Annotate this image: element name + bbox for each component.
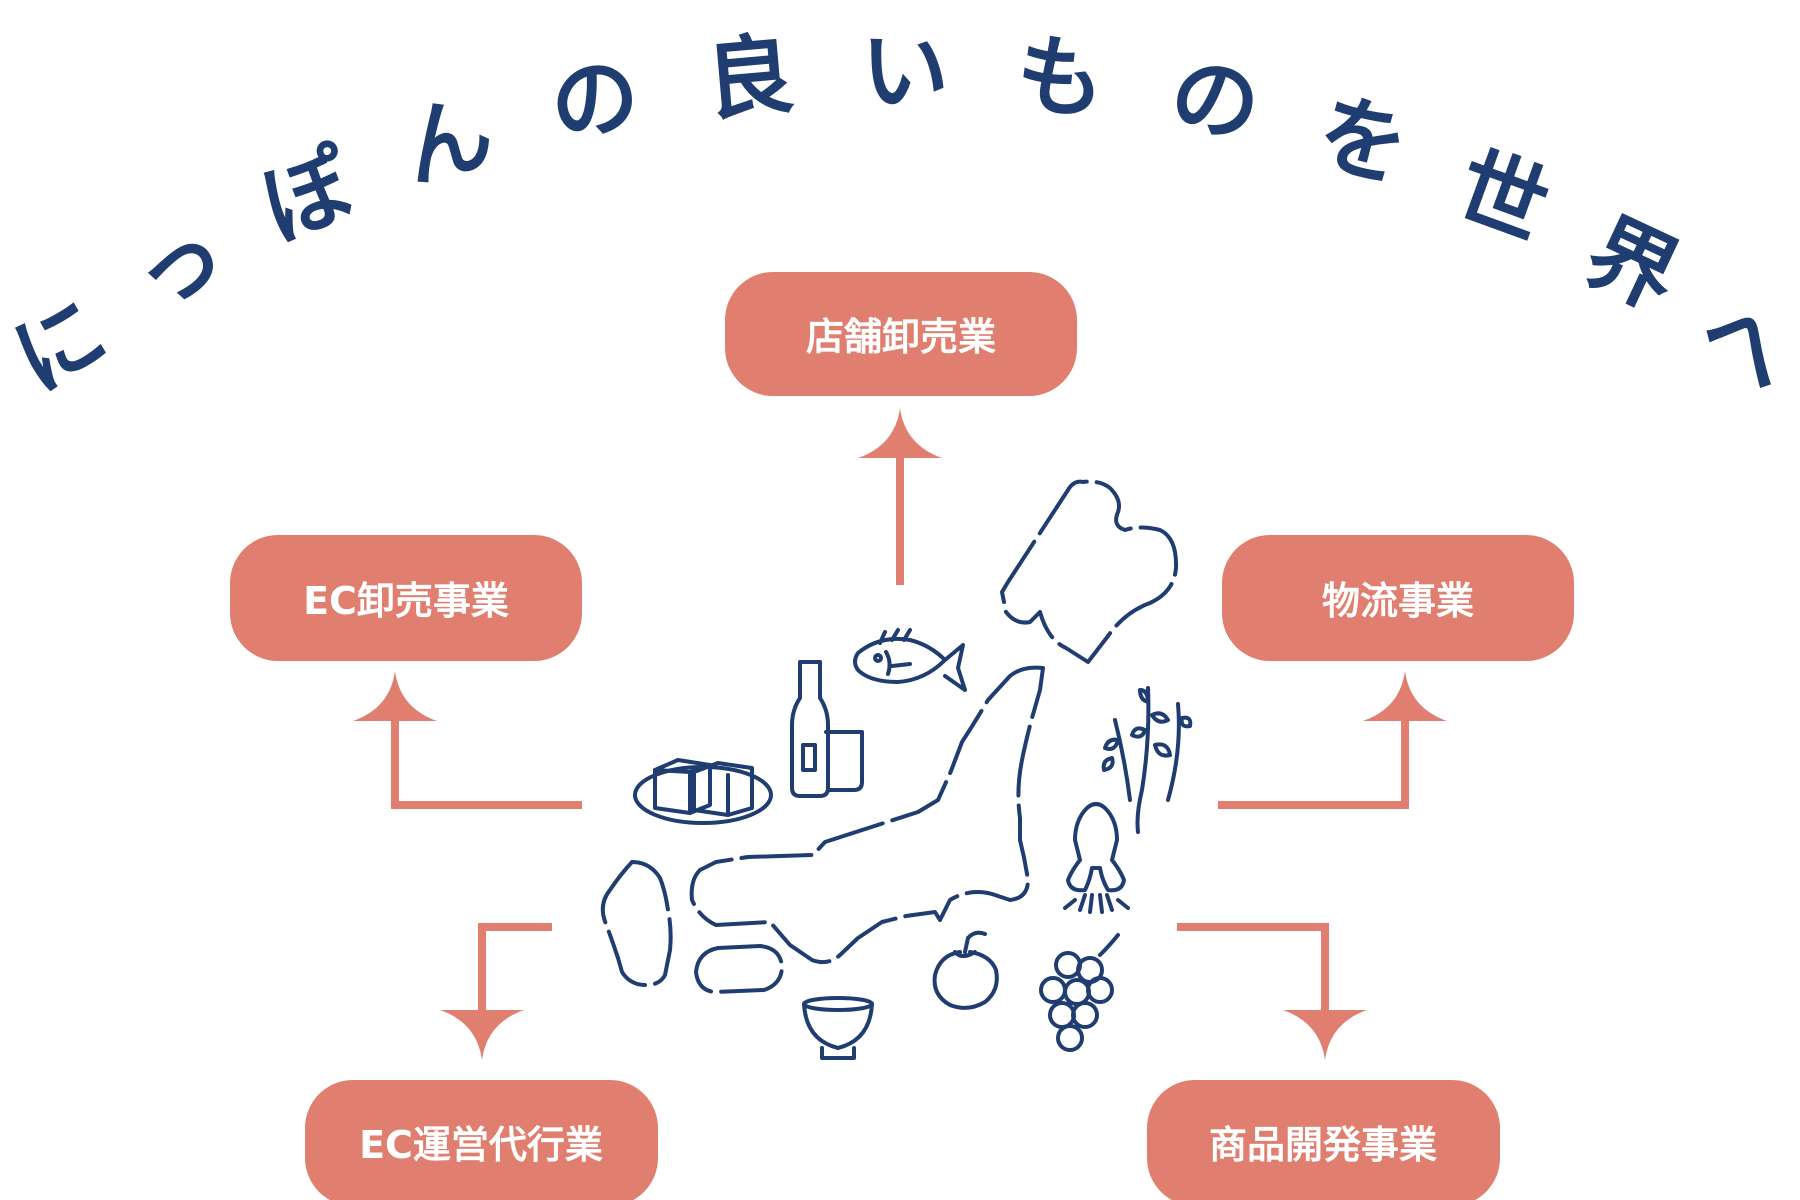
title-char: っ — [117, 199, 240, 330]
node-label: 物流事業 — [1322, 579, 1474, 623]
node-store-wholesale: 店舗卸売業 — [725, 272, 1077, 396]
title-char: へ — [1681, 279, 1800, 412]
arrowhead-up — [858, 408, 942, 458]
title-char: 良 — [701, 22, 798, 132]
node-ec-operation: EC運営代行業 — [305, 1080, 658, 1200]
title-char: を — [1307, 79, 1419, 201]
central-illustration — [600, 479, 1193, 1060]
japan-map — [600, 479, 1179, 994]
tea-bowl-icon — [802, 996, 874, 1060]
rice-plant-icon — [1101, 686, 1193, 834]
persimmon-icon — [932, 930, 999, 1010]
arrow-to-ec-operation — [478, 923, 552, 1010]
title-char: ぽ — [249, 133, 368, 260]
title-char: 世 — [1443, 133, 1561, 260]
title-char: も — [1012, 22, 1109, 132]
title-char: の — [1163, 42, 1268, 159]
squid-icon — [1063, 802, 1130, 914]
arrowhead-down — [1283, 1010, 1367, 1060]
title-char: 界 — [1571, 199, 1694, 330]
arrow-heads — [353, 408, 1447, 1060]
node-product-development: 商品開発事業 — [1147, 1080, 1500, 1200]
title-char: の — [542, 42, 647, 159]
node-label: EC卸売事業 — [303, 579, 509, 623]
node-label: EC運営代行業 — [359, 1123, 603, 1167]
arrowhead-up — [353, 671, 437, 721]
tofu-icon — [633, 758, 773, 825]
node-ec-wholesale: EC卸売事業 — [230, 535, 582, 661]
arrow-to-ec-wholesale — [391, 718, 582, 809]
title-char: に — [0, 279, 124, 412]
arrow-to-product-development — [1177, 923, 1329, 1010]
arrowhead-up — [1363, 671, 1447, 721]
node-label: 店舗卸売業 — [806, 315, 996, 359]
arrow-to-logistics — [1218, 718, 1409, 809]
grapes-icon — [1039, 933, 1120, 1052]
connectors — [391, 455, 1409, 1010]
title-char: い — [861, 20, 949, 123]
arrowhead-down — [440, 1010, 524, 1060]
node-label: 商品開発事業 — [1209, 1123, 1437, 1167]
fish-icon — [853, 628, 967, 692]
title-char: ん — [391, 79, 503, 201]
sake-bottle-icon — [790, 660, 864, 798]
node-logistics: 物流事業 — [1222, 535, 1574, 661]
